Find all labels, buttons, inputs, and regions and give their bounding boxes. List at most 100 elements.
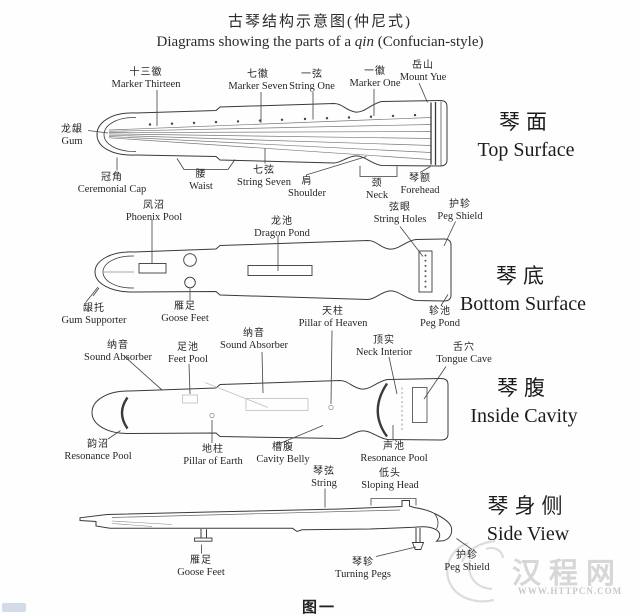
zh-text: 弦眼	[388, 202, 411, 213]
tail-wedge-lines	[111, 520, 173, 527]
title-en-pre: Diagrams showing the parts of a	[156, 34, 355, 50]
dragon-pond-hole	[247, 265, 313, 276]
en-text: String	[311, 478, 337, 490]
en-text: Mount Yue	[399, 72, 447, 84]
en-text: Marker Seven	[228, 81, 288, 93]
tail-cap-outer	[96, 112, 137, 156]
string-holes-dots	[424, 254, 427, 288]
head-hook-inner	[434, 513, 439, 530]
scan-artifact	[2, 603, 26, 612]
en-text: Peg Pond	[420, 318, 460, 330]
zh-text: 雁足	[173, 301, 196, 312]
en-text: Resonance Pool	[64, 451, 132, 463]
en-text: Pillar of Heaven	[298, 318, 368, 330]
zh-text: 护轸	[456, 550, 478, 561]
zh-text: 七弦	[253, 165, 275, 176]
en-text: Dragon Pond	[254, 228, 310, 240]
view-zh: 琴面	[499, 110, 553, 134]
zh-text: 岳山	[411, 60, 434, 71]
goose-foot-peg	[194, 529, 213, 542]
tail-cap-outer	[91, 390, 131, 435]
zh-text: 琴轸	[351, 557, 374, 568]
en-text: Tongue Cave	[436, 354, 492, 366]
en-text: Sloping Head	[361, 480, 419, 492]
view-en: Top Surface	[477, 139, 575, 161]
en-text: Goose Feet	[177, 567, 225, 579]
zh-text: 护轸	[449, 199, 471, 210]
view-zh: 琴底	[496, 264, 550, 288]
resonance-pool-arc-right	[376, 382, 389, 438]
side-view-drawing	[79, 488, 473, 557]
goose-foot-hole	[183, 253, 197, 267]
zh-text: 天柱	[322, 306, 344, 317]
zh-text: 韵沼	[87, 439, 109, 450]
view-zh: 琴腹	[497, 376, 551, 400]
en-text: Shoulder	[288, 188, 326, 200]
zh-text: 冠角	[101, 172, 123, 183]
thirteen-markers	[148, 113, 417, 126]
en-text: Neck	[365, 190, 389, 202]
en-text: String One	[289, 81, 335, 93]
zh-text: 琴弦	[312, 466, 335, 477]
turning-peg	[411, 528, 425, 550]
pillar-of-earth-mark	[209, 412, 215, 419]
en-text: Phoenix Pool	[125, 212, 183, 224]
view-en: Inside Cavity	[470, 405, 578, 427]
soundboard-line	[111, 509, 401, 518]
en-text: Pillar of Earth	[183, 456, 243, 468]
zh-text: 龙龈	[61, 124, 83, 135]
body-outline	[129, 377, 449, 441]
leader-lines	[201, 488, 473, 557]
en-text: Marker One	[349, 78, 401, 90]
watermark-url: WWW.HTTPCN.COM	[517, 586, 623, 596]
en-text: Waist	[189, 181, 213, 193]
view-title-top-surface: 琴面 Top Surface	[478, 106, 575, 162]
en-text: Cavity Belly	[256, 454, 310, 466]
body-outline	[133, 238, 452, 302]
en-text: Marker Thirteen	[111, 79, 181, 91]
tail-cap-inner	[102, 255, 135, 289]
watermark-logo-text: 汉程网	[512, 558, 624, 590]
zh-text: 七徽	[247, 69, 269, 80]
zh-text: 颈	[371, 178, 383, 189]
goose-foot-hole	[184, 276, 196, 289]
en-text: Neck Interior	[355, 347, 413, 359]
sloping-head-bracket	[370, 498, 417, 506]
view-title-inside-cavity: 琴腹 Inside Cavity	[470, 372, 577, 428]
peg-pond-slot	[418, 250, 433, 293]
en-text: Gum Supporter	[61, 315, 127, 327]
view-en: Side View	[486, 523, 570, 545]
en-text: Turning Pegs	[335, 569, 391, 581]
zh-text: 腰	[195, 169, 207, 180]
zh-text: 足池	[177, 342, 199, 353]
en-text: Resonance Pool	[360, 453, 428, 465]
zh-text: 一徽	[364, 66, 386, 77]
en-text: Sound Absorber	[84, 352, 152, 364]
pillar-of-heaven-mark	[328, 404, 334, 411]
leader-lines	[87, 82, 431, 176]
zh-text: 凤沼	[143, 200, 165, 211]
view-en: Bottom Surface	[459, 293, 587, 315]
